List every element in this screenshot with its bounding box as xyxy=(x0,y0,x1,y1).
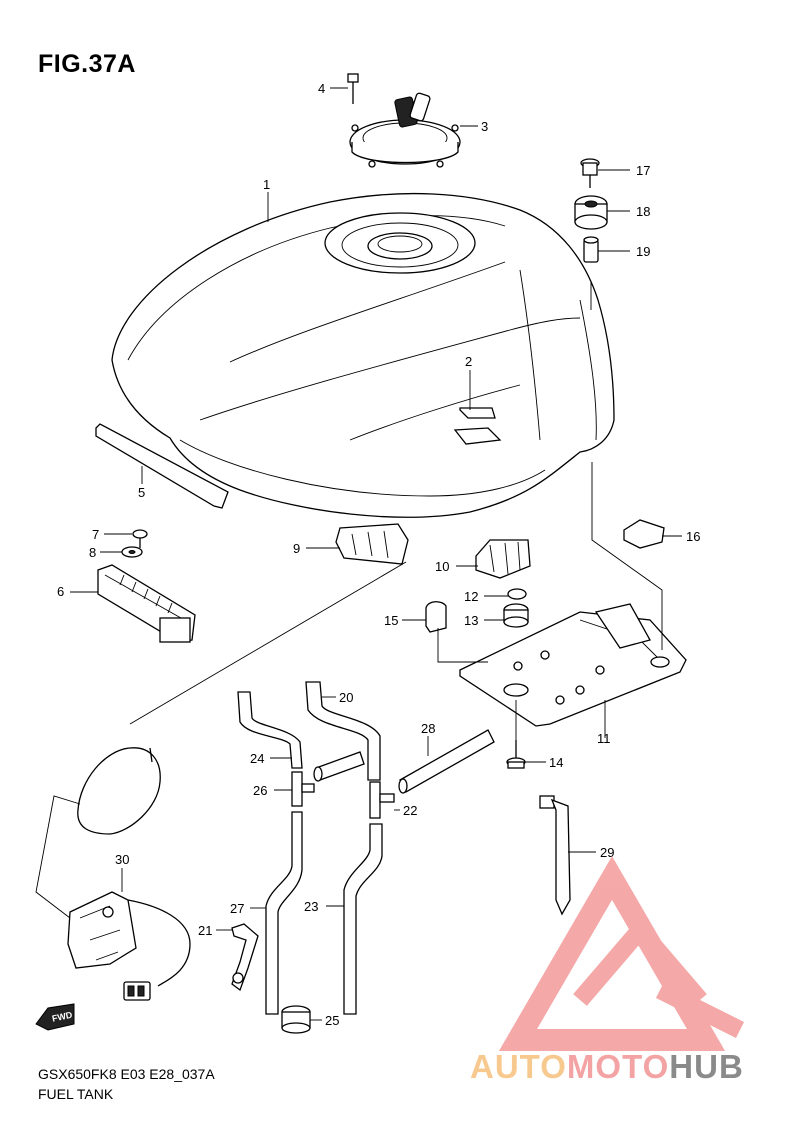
fuel-cap xyxy=(349,92,461,168)
callout-9: 9 xyxy=(293,541,300,556)
watermark-auto: AUTO xyxy=(470,1048,567,1085)
callout-4: 4 xyxy=(318,81,325,96)
callout-21: 21 xyxy=(198,923,212,938)
tank-tray xyxy=(459,603,687,727)
callout-11: 11 xyxy=(597,731,611,746)
callout-29: 29 xyxy=(600,845,614,860)
watermark-moto: MOTO xyxy=(566,1048,670,1085)
collar-12 xyxy=(507,588,527,600)
pad-16 xyxy=(623,519,665,549)
section-name: FUEL TANK xyxy=(38,1086,114,1102)
callout-leaders xyxy=(70,87,682,1021)
fuel-pump-30 xyxy=(35,747,191,1001)
callout-6: 6 xyxy=(57,584,64,599)
callout-7: 7 xyxy=(92,527,99,542)
callout-8: 8 xyxy=(89,545,96,560)
clamp-21 xyxy=(231,923,259,992)
cushion-10 xyxy=(475,539,531,579)
callout-15: 15 xyxy=(384,613,398,628)
fwd-arrow-icon: FWD xyxy=(35,1003,75,1031)
hose-28 xyxy=(398,729,495,794)
watermark-brand: AUTOMOTOHUB xyxy=(470,1048,744,1086)
hose-20 xyxy=(305,681,381,781)
watermark-hub: HUB xyxy=(669,1048,744,1085)
callout-2: 2 xyxy=(465,354,472,369)
cushion-15 xyxy=(425,601,447,633)
joint-26 xyxy=(291,771,315,807)
callout-22: 22 xyxy=(403,803,417,818)
callout-numbers: 1 2 3 4 5 6 7 8 9 10 11 12 13 14 15 16 1… xyxy=(57,81,700,1028)
hose-23 xyxy=(343,823,383,1015)
hose-27 xyxy=(265,811,303,1015)
callout-13: 13 xyxy=(464,613,478,628)
bolt-14 xyxy=(506,740,526,769)
grommet-13 xyxy=(503,603,529,628)
drain-pin-29 xyxy=(539,795,571,916)
cap-bolt xyxy=(347,73,359,104)
joint-22 xyxy=(369,781,395,819)
cushion-18 xyxy=(574,195,608,230)
callout-26: 26 xyxy=(253,783,267,798)
hose-24 xyxy=(237,691,303,769)
callout-5: 5 xyxy=(138,485,145,500)
small-hose xyxy=(313,751,365,782)
callout-3: 3 xyxy=(481,119,488,134)
figure-title: FIG.37A xyxy=(38,50,136,78)
spacer-19 xyxy=(583,236,599,263)
callout-14: 14 xyxy=(549,755,563,770)
screw-7 xyxy=(132,529,148,548)
triangle-logo-icon xyxy=(498,856,745,1051)
fuel-tank xyxy=(111,192,615,518)
callout-1: 1 xyxy=(263,177,270,192)
callout-18: 18 xyxy=(636,204,650,219)
mount-bolt-17 xyxy=(580,158,600,188)
fwd-label: FWD xyxy=(51,1010,74,1024)
callout-27: 27 xyxy=(230,901,244,916)
callout-16: 16 xyxy=(686,529,700,544)
cushion-strip xyxy=(95,423,229,509)
cushion-9 xyxy=(335,523,409,565)
callout-17: 17 xyxy=(636,163,650,178)
callout-10: 10 xyxy=(435,559,449,574)
callout-23: 23 xyxy=(304,899,318,914)
callout-28: 28 xyxy=(421,721,435,736)
callout-25: 25 xyxy=(325,1013,339,1028)
callout-20: 20 xyxy=(339,690,353,705)
callout-24: 24 xyxy=(250,751,264,766)
tank-bracket xyxy=(97,564,196,643)
model-code: GSX650FK8 E03 E28_037A xyxy=(38,1066,215,1082)
callout-30: 30 xyxy=(115,852,129,867)
callout-12: 12 xyxy=(464,589,478,604)
callout-19: 19 xyxy=(636,244,650,259)
clamp-25 xyxy=(281,1005,311,1034)
